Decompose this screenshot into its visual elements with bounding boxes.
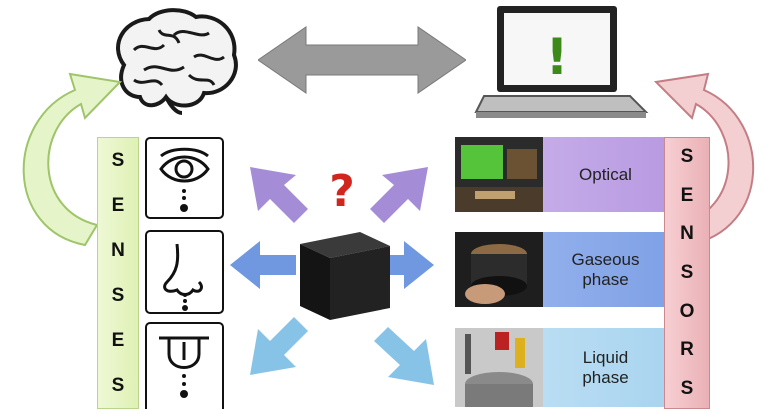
- arrow-to-liquid: [374, 327, 434, 385]
- sensor-label-gaseous: Gaseous phase: [571, 249, 640, 289]
- sensor-row-liquid: Liquid phase: [455, 328, 668, 407]
- tongue-icon: [159, 336, 209, 398]
- black-box-cube: [300, 232, 390, 320]
- senses-to-brain-arrow: [22, 72, 123, 247]
- question-mark: ?: [329, 166, 355, 217]
- senses-letter: E: [111, 194, 125, 216]
- sensors-letter: S: [680, 261, 694, 283]
- sensor-label-liquid: Liquid phase: [582, 347, 629, 387]
- sensors-letter: S: [680, 377, 694, 399]
- eye-box: [145, 137, 224, 219]
- sensors-letter: O: [679, 300, 695, 322]
- arrow-to-eye: [250, 167, 308, 223]
- sensors-letter: R: [680, 339, 694, 361]
- tongue-box: [145, 322, 224, 409]
- sensor-row-optical: Optical: [455, 137, 668, 212]
- arrow-to-optical: [370, 167, 428, 223]
- sensors-letter: E: [680, 184, 694, 206]
- senses-letter: S: [111, 149, 125, 171]
- liquid-sensor-photo: [455, 328, 543, 407]
- optical-sensor-photo: [455, 137, 543, 212]
- laptop-icon: !: [474, 6, 649, 118]
- senses-letter: S: [111, 374, 125, 396]
- nose-icon: [163, 243, 203, 311]
- center-arrows: [230, 167, 434, 385]
- arrow-to-tongue: [250, 317, 308, 375]
- eye-icon: [159, 147, 210, 212]
- sensor-label-optical: Optical: [579, 164, 632, 184]
- senses-column: S E N S E S: [97, 137, 139, 409]
- senses-letter: S: [111, 284, 125, 306]
- sensor-row-gaseous: Gaseous phase: [455, 232, 668, 307]
- arrow-to-nose: [230, 241, 296, 289]
- sensors-column: S E N S O R S: [664, 137, 710, 409]
- brain-icon: [116, 8, 238, 115]
- gas-sensor-photo: [455, 232, 543, 307]
- sensors-to-laptop-arrow: [653, 72, 755, 247]
- bidirectional-arrow: [258, 26, 466, 94]
- sensors-letter: S: [680, 146, 694, 168]
- laptop-exclamation: !: [546, 28, 569, 86]
- senses-letter: N: [111, 239, 125, 261]
- sensors-letter: N: [680, 223, 694, 245]
- senses-letter: E: [111, 329, 125, 351]
- nose-box: [145, 230, 224, 314]
- arrow-to-gaseous: [368, 241, 434, 289]
